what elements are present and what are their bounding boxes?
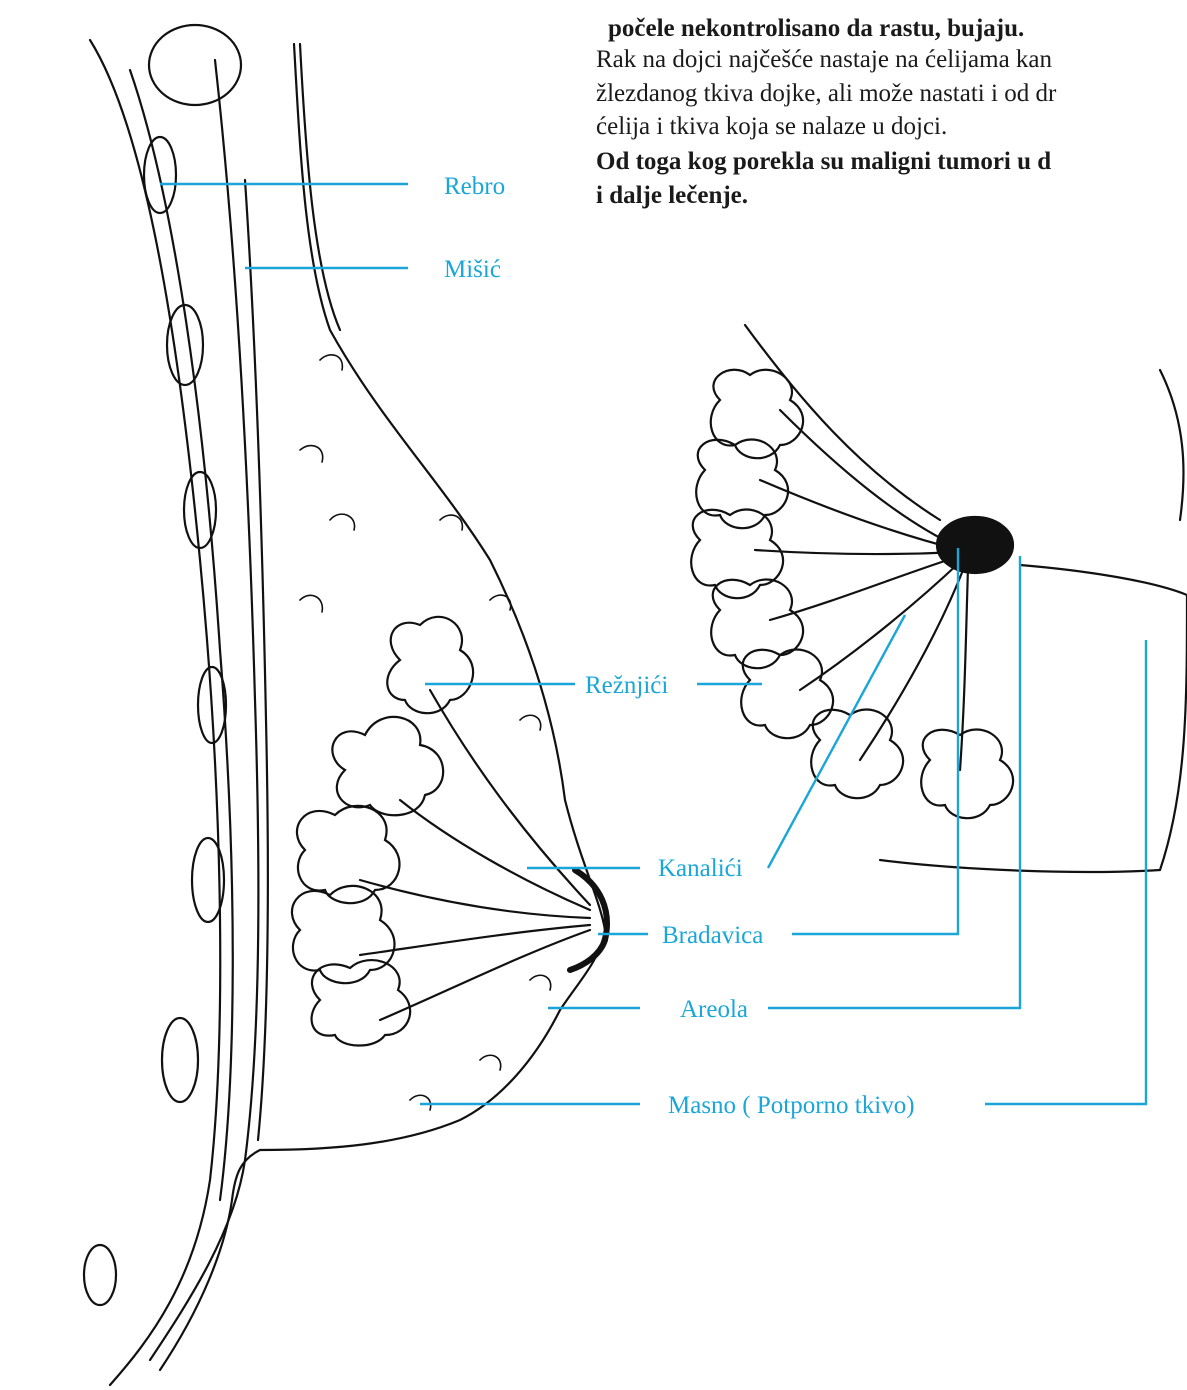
chest-wall-outer-line [90, 40, 220, 1385]
front-nipple-areola [937, 517, 1013, 573]
lobule-4 [292, 886, 395, 983]
rib-section-top [149, 25, 241, 105]
label-areola: Areola [680, 996, 748, 1023]
rib-section-3 [184, 472, 216, 548]
rib-section-7 [84, 1245, 116, 1305]
front-view-body-curve [1160, 370, 1183, 520]
front-lobule-3 [691, 509, 783, 598]
side-view-illustration [84, 25, 607, 1385]
lobule-3 [297, 806, 400, 903]
duct-1 [430, 690, 590, 905]
lobule-5 [312, 960, 411, 1045]
label-kanalici: Kanalići [658, 855, 743, 882]
leader-lines [160, 184, 1146, 1104]
label-misic: Mišić [444, 256, 501, 283]
label-rebro: Rebro [444, 173, 505, 200]
rib-section-6 [162, 1018, 198, 1102]
duct-2 [400, 800, 590, 910]
duct-5 [380, 930, 590, 1020]
front-view-illustration [691, 325, 1187, 872]
nipple-shape [570, 870, 607, 970]
front-lobule-6 [811, 709, 903, 798]
label-bradavica: Bradavica [662, 922, 763, 949]
skin-line [300, 44, 340, 330]
front-view-breast-outline [880, 565, 1187, 872]
labels: Rebro Mišić Režnjići Kanalići Bradavica … [444, 173, 915, 1119]
front-view-shoulder-line [745, 325, 940, 520]
label-masno: Masno ( Potporno tkivo) [668, 1092, 915, 1119]
front-lobule-7 [921, 729, 1013, 818]
leader-areola-right [768, 556, 1020, 1008]
lobule-2 [332, 717, 443, 815]
label-reznjici: Režnjići [585, 672, 668, 699]
chest-wall-inner-line [130, 70, 233, 1200]
front-lobule-4 [711, 579, 803, 668]
front-lobule-1 [711, 370, 803, 458]
front-lobule-5 [741, 649, 833, 738]
lobule-1 [387, 617, 473, 713]
duct-3 [360, 880, 590, 918]
